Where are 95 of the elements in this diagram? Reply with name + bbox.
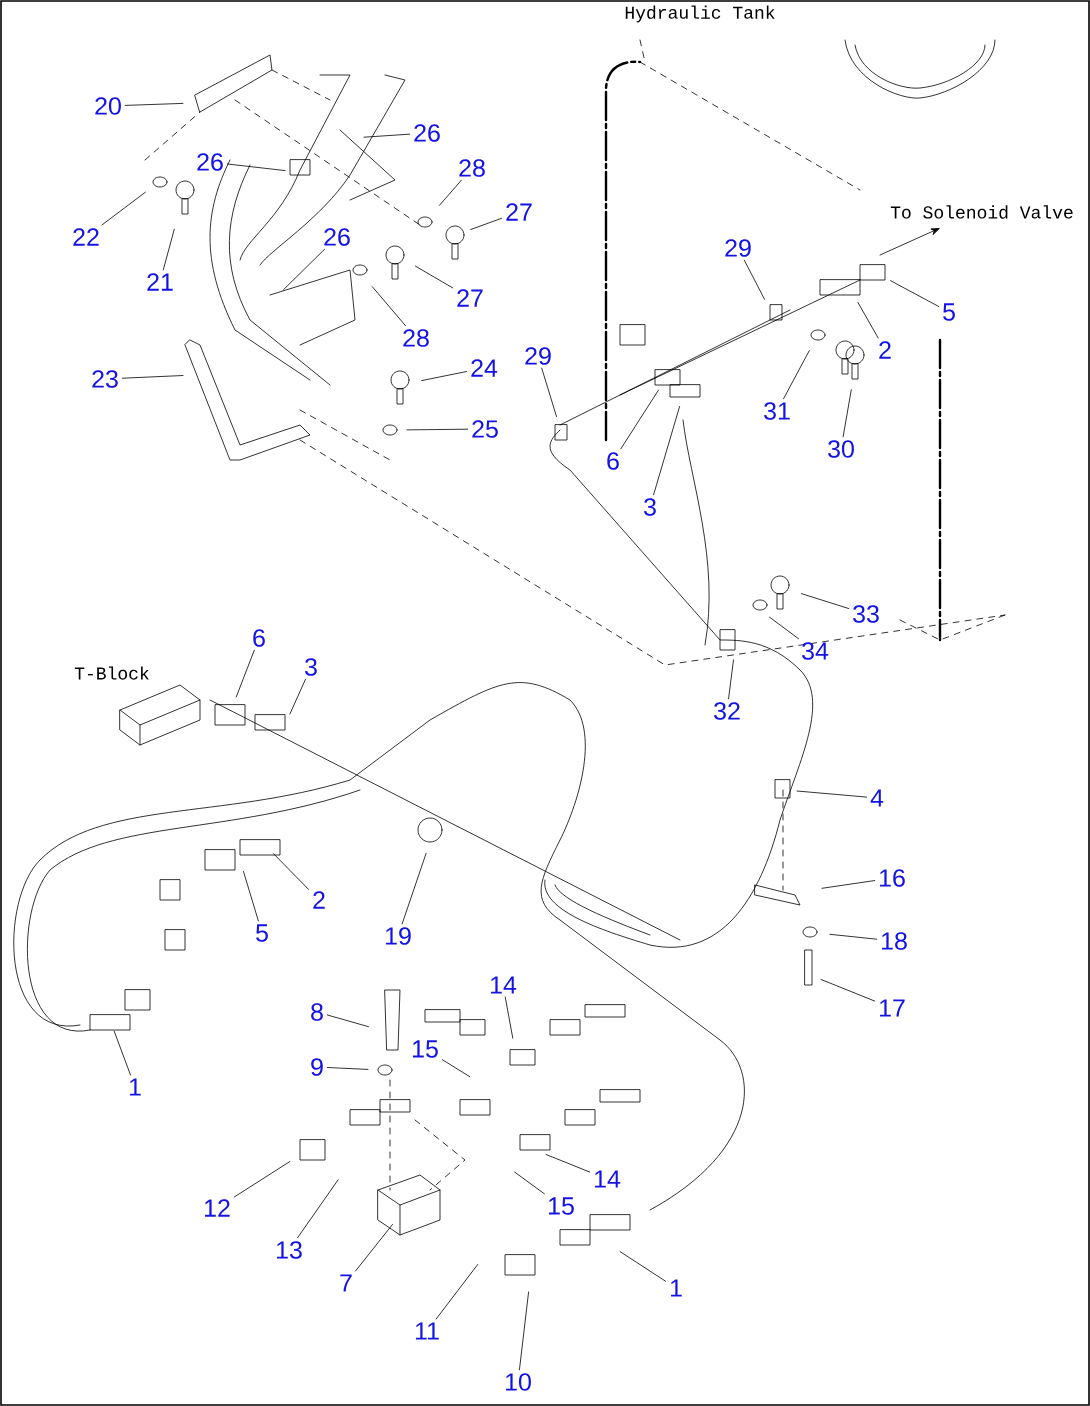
leader-line: [821, 880, 876, 889]
callout-number: 5: [256, 924, 268, 942]
leader-line: [842, 389, 852, 438]
callout-number: 22: [73, 228, 99, 246]
callout-number: 5: [943, 303, 955, 321]
leader-line: [545, 1154, 591, 1173]
callout-number: 16: [880, 869, 905, 887]
callout-number: 15: [413, 1040, 438, 1058]
callout-number: 8: [311, 1003, 323, 1021]
leader-line: [620, 389, 659, 450]
leader-line: [273, 853, 310, 890]
leader-line: [243, 871, 259, 922]
leader-line: [514, 1171, 545, 1195]
callout-number: 2: [879, 341, 891, 359]
callout-number: 25: [472, 420, 498, 438]
callout-number: 14: [595, 1170, 621, 1188]
leader-line: [743, 259, 765, 300]
leader-line: [326, 1067, 369, 1070]
callout-number: 21: [147, 273, 173, 291]
leader-line: [653, 406, 680, 496]
leader-line: [857, 302, 879, 339]
callout-number: 1: [129, 1078, 141, 1096]
callout-number: 2: [313, 891, 325, 909]
leader-line: [326, 1014, 369, 1028]
callout-number: 30: [828, 440, 854, 458]
leader-line: [728, 659, 734, 700]
leader-line: [435, 1264, 479, 1320]
callout-number: 29: [525, 347, 551, 365]
leader-line: [783, 350, 810, 400]
leader-line: [829, 933, 878, 940]
callout-number: 26: [414, 124, 440, 142]
leader-line: [415, 265, 454, 289]
part-label: Hydraulic Tank: [622, 3, 778, 25]
leader-line: [541, 367, 557, 417]
leader-line: [406, 428, 469, 431]
callout-number: 31: [764, 402, 790, 420]
callout-number: 10: [506, 1373, 531, 1391]
part-label: To Solenoid Valve: [888, 203, 1076, 221]
leader-line: [371, 286, 406, 327]
leader-line: [439, 179, 462, 206]
callout-number: 20: [95, 97, 121, 115]
callout-number: 33: [853, 605, 879, 623]
leader-line: [363, 133, 411, 138]
callout-number: 1: [670, 1279, 682, 1297]
callout-number: 17: [880, 999, 905, 1017]
callout-number: 11: [415, 1322, 439, 1340]
callout-number: 14: [491, 976, 517, 994]
callout-number: 4: [870, 789, 884, 807]
callout-number: 28: [403, 329, 429, 347]
callout-number: 27: [457, 289, 483, 307]
callout-number: 7: [340, 1274, 352, 1292]
callout-number: 19: [386, 927, 411, 945]
leader-line: [297, 1179, 339, 1239]
callout-number: 9: [311, 1058, 323, 1076]
callout-number: 3: [305, 658, 317, 676]
leader-line: [233, 1161, 291, 1198]
leader-line: [401, 853, 427, 925]
leader-line: [101, 191, 146, 226]
callout-number: 15: [549, 1197, 574, 1215]
leader-line: [121, 375, 184, 379]
callout-number: 23: [92, 370, 118, 388]
leader-line: [504, 996, 514, 1039]
callout-number: 32: [714, 702, 740, 720]
callout-number: 26: [324, 228, 350, 246]
leader-line: [283, 248, 325, 290]
callout-number: 29: [725, 239, 751, 257]
callout-number: 34: [802, 642, 829, 660]
leader-line: [801, 593, 850, 609]
callout-number: 13: [277, 1241, 302, 1259]
leader-line: [226, 163, 286, 171]
leader-line: [470, 217, 503, 230]
leader-line: [769, 616, 799, 640]
leader-line: [113, 1030, 131, 1076]
leader-line: [796, 790, 868, 798]
part-label: T-Block: [72, 664, 152, 682]
leader-line: [441, 1059, 471, 1078]
callout-number: 12: [205, 1199, 230, 1217]
leader-line: [619, 1251, 667, 1282]
leader-line: [289, 678, 306, 715]
callout-number: 18: [882, 932, 907, 950]
leader-line: [162, 228, 175, 271]
callout-number: 27: [506, 203, 532, 221]
leader-line: [820, 979, 876, 1002]
leader-line: [421, 371, 468, 381]
callout-number: 6: [253, 629, 265, 647]
leader-line: [355, 1224, 393, 1272]
callout-number: 24: [471, 359, 498, 377]
callout-number: 28: [459, 159, 485, 177]
leader-line: [519, 1291, 529, 1371]
leader-line: [235, 649, 255, 698]
callout-number: 3: [644, 498, 656, 516]
leader-line: [124, 103, 184, 106]
callout-number: 6: [607, 452, 619, 470]
callout-number: 26: [197, 153, 223, 171]
leader-line: [890, 280, 940, 307]
